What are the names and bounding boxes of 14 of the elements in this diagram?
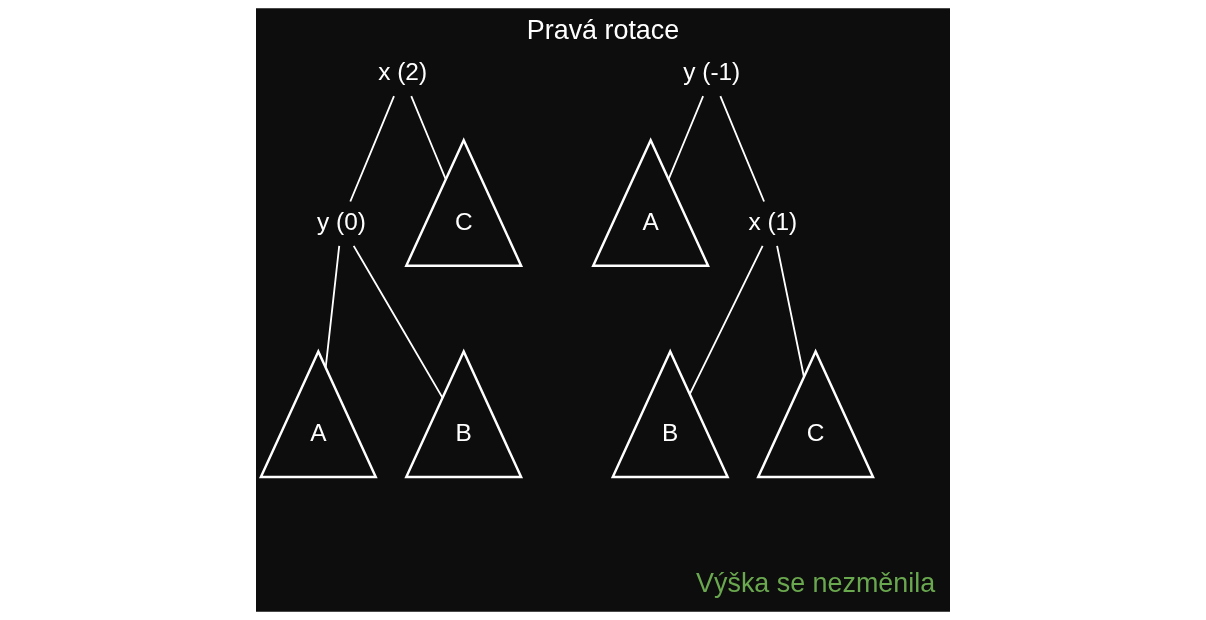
node-text: x (1)	[748, 207, 798, 235]
connector	[719, 95, 765, 203]
connector	[324, 244, 341, 369]
connector	[352, 244, 444, 399]
connector	[688, 244, 764, 396]
node-text: y (-1)	[683, 58, 741, 86]
node-text: y (0)	[317, 207, 366, 235]
connector	[776, 244, 805, 378]
node-text: x (2)	[378, 58, 428, 86]
connector	[349, 95, 395, 203]
diagram-title: Pravá rotace	[526, 15, 680, 46]
connector	[410, 95, 447, 180]
connector	[667, 95, 705, 180]
label: Výška se nezměnila	[696, 567, 936, 598]
